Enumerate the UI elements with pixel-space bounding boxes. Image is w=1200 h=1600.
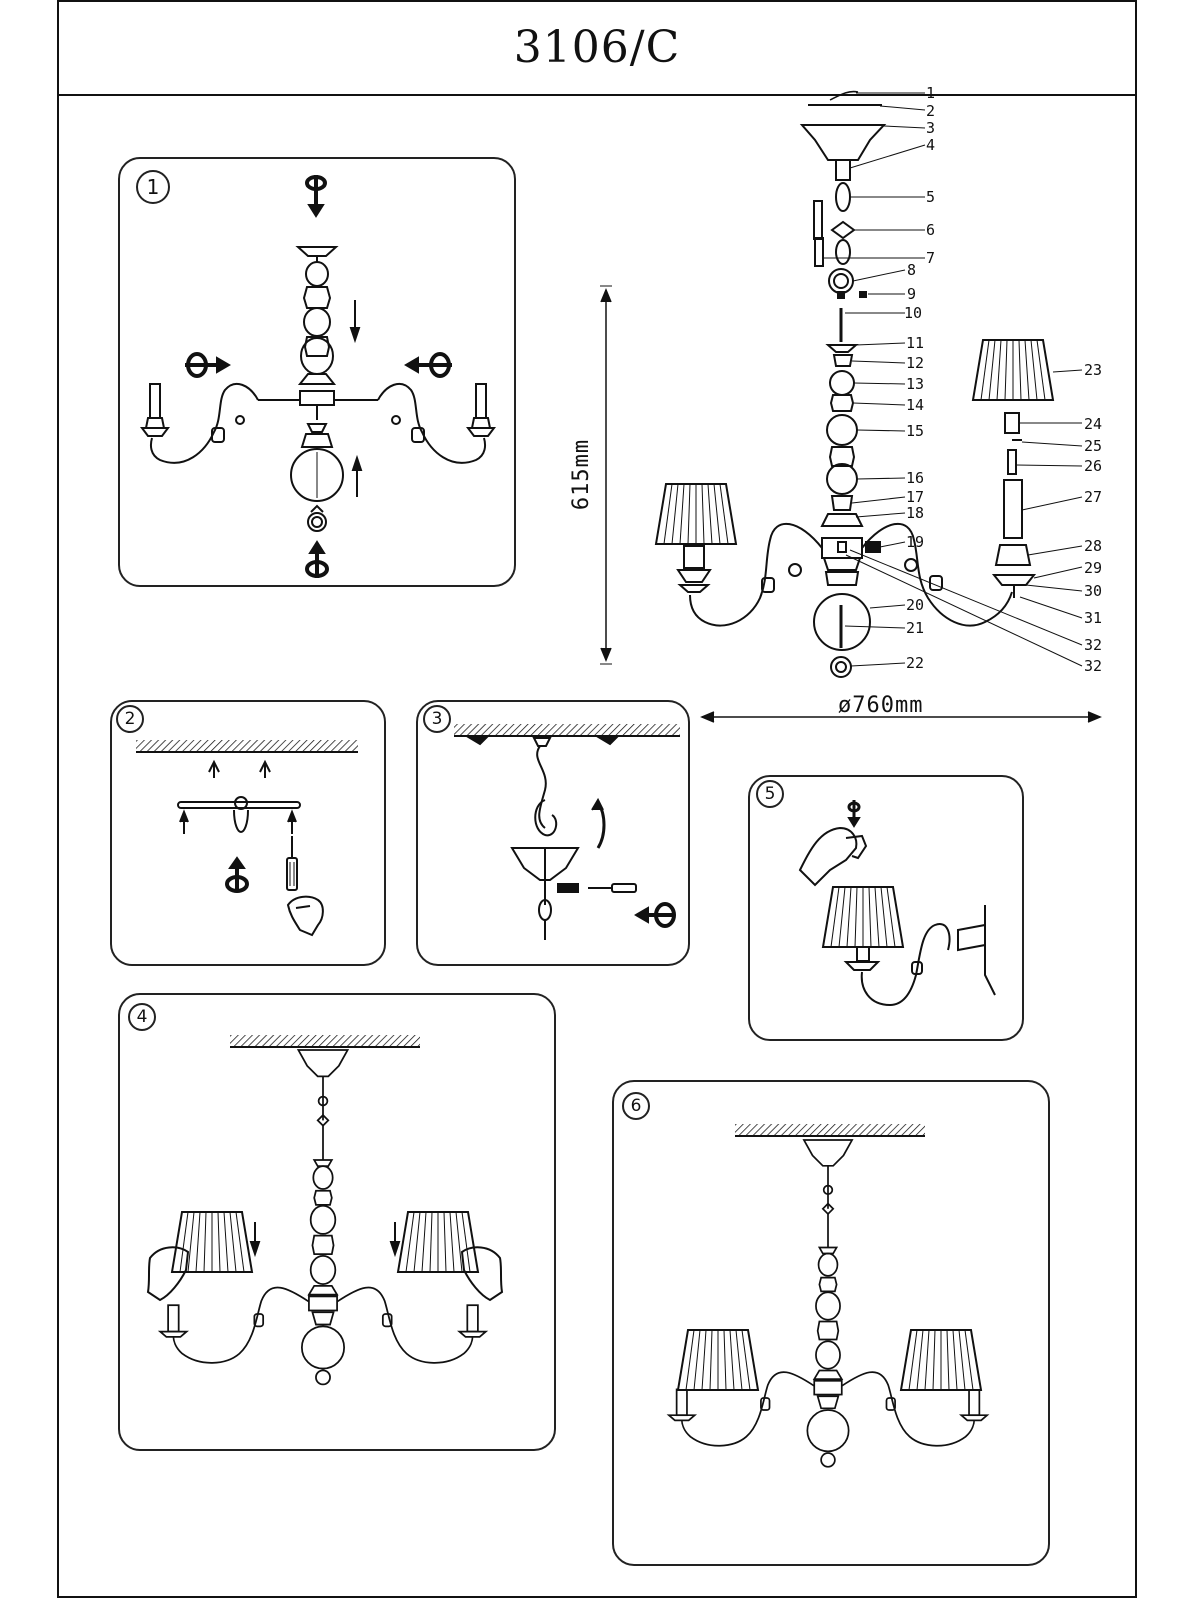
part-label: 16 — [906, 469, 925, 487]
step-number-3: 3 — [423, 705, 451, 733]
part-label: 26 — [1084, 457, 1103, 475]
part-label: 23 — [1084, 361, 1103, 379]
arrow-down-icon — [389, 1222, 401, 1258]
part-label: 31 — [1084, 609, 1103, 627]
height-dimension-label: 615mm — [569, 438, 595, 511]
step-panel-4 — [118, 993, 556, 1451]
rotate-up-icon — [225, 856, 249, 893]
step-panel-3 — [416, 700, 690, 966]
panel-4-drawing — [146, 1035, 504, 1386]
part-label: 29 — [1084, 559, 1103, 577]
height-dimension — [600, 285, 612, 665]
arrow-down-icon — [349, 300, 361, 344]
hand-icon — [286, 895, 324, 937]
panel-1-drawing — [140, 175, 496, 578]
panel-3-drawing — [454, 724, 680, 940]
part-label: 32 — [1084, 657, 1103, 675]
part-label: 17 — [906, 488, 925, 506]
step-panel-5 — [748, 775, 1024, 1041]
diameter-dimension — [700, 711, 1102, 723]
title-bar: 3106/C — [57, 0, 1137, 96]
step-number-6: 6 — [622, 1092, 650, 1120]
rotate-left-icon — [404, 352, 452, 378]
step-panel-2 — [110, 700, 386, 966]
part-label: 22 — [906, 654, 925, 672]
part-label: 21 — [906, 619, 925, 637]
page-title: 3106/C — [513, 21, 681, 73]
part-label: 3 — [926, 119, 936, 137]
hand-icon — [146, 1246, 190, 1302]
part-label: 15 — [906, 422, 925, 440]
part-label: 13 — [906, 375, 925, 393]
part-label: 32 — [1084, 636, 1103, 654]
part-label: 8 — [907, 261, 917, 279]
step-number-2: 2 — [116, 705, 144, 733]
exploded-view — [655, 90, 1083, 678]
rotate-down-icon — [305, 175, 327, 218]
part-label: 2 — [926, 102, 936, 120]
part-label: 5 — [926, 188, 936, 206]
arrow-up-icon — [351, 454, 363, 497]
panel-5-drawing — [798, 800, 996, 1007]
step-panel-1 — [118, 157, 516, 587]
step-number-1: 1 — [136, 170, 170, 204]
rotate-down-icon — [847, 800, 861, 828]
part-label: 30 — [1084, 582, 1103, 600]
part-label: 25 — [1084, 437, 1103, 455]
panel-6-drawing — [668, 1124, 988, 1468]
page-frame — [57, 0, 1137, 1598]
part-label: 27 — [1084, 488, 1103, 506]
panel-2-drawing — [136, 740, 358, 937]
step-number-5: 5 — [756, 780, 784, 808]
part-label: 14 — [906, 396, 925, 414]
part-label: 9 — [907, 285, 917, 303]
rotate-right-icon — [185, 352, 231, 378]
part-label: 19 — [906, 533, 925, 551]
part-label: 10 — [904, 304, 923, 322]
rotate-up-icon — [305, 540, 329, 578]
part-label: 24 — [1084, 415, 1103, 433]
hand-icon — [460, 1246, 504, 1302]
part-label: 18 — [906, 504, 925, 522]
hand-icon — [798, 826, 868, 887]
part-label: 4 — [926, 136, 936, 154]
part-label: 6 — [926, 221, 936, 239]
arrow-down-icon — [249, 1222, 261, 1258]
part-label: 11 — [906, 334, 925, 352]
part-label: 1 — [926, 84, 936, 102]
rotate-left-icon — [634, 902, 676, 928]
step-number-4: 4 — [128, 1003, 156, 1031]
part-label: 28 — [1084, 537, 1103, 555]
diameter-dimension-label: ø760mm — [838, 693, 924, 718]
part-label: 7 — [926, 249, 936, 267]
part-label: 20 — [906, 596, 925, 614]
step-panel-6 — [612, 1080, 1050, 1566]
part-label: 12 — [906, 354, 925, 372]
screwdriver-icon — [286, 836, 298, 891]
